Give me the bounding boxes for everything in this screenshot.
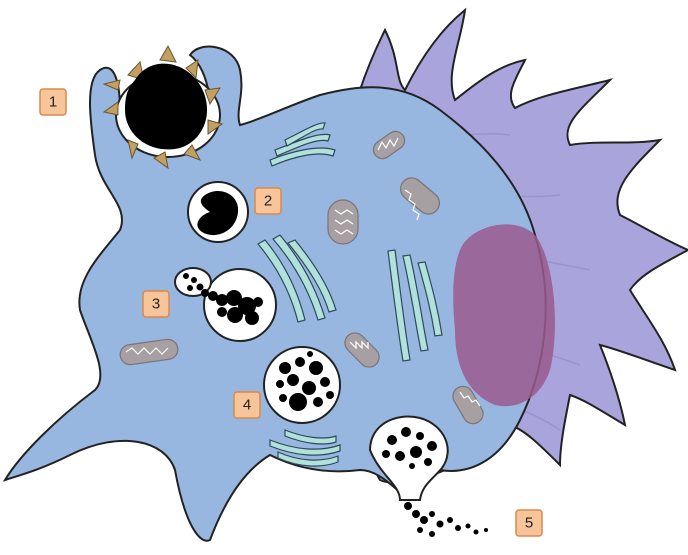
stage-4-residual-body: [264, 347, 340, 423]
label-4: 4: [234, 392, 260, 418]
svg-text:1: 1: [49, 94, 57, 111]
svg-text:4: 4: [243, 397, 251, 414]
label-2: 2: [255, 188, 281, 214]
stage-2-phagosome: [188, 182, 248, 242]
svg-text:5: 5: [525, 515, 533, 532]
label-5: 5: [516, 510, 542, 536]
nucleus: [453, 224, 555, 406]
svg-text:3: 3: [152, 296, 160, 313]
label-1: 1: [40, 89, 66, 115]
svg-text:2: 2: [264, 193, 272, 210]
label-3: 3: [143, 291, 169, 317]
